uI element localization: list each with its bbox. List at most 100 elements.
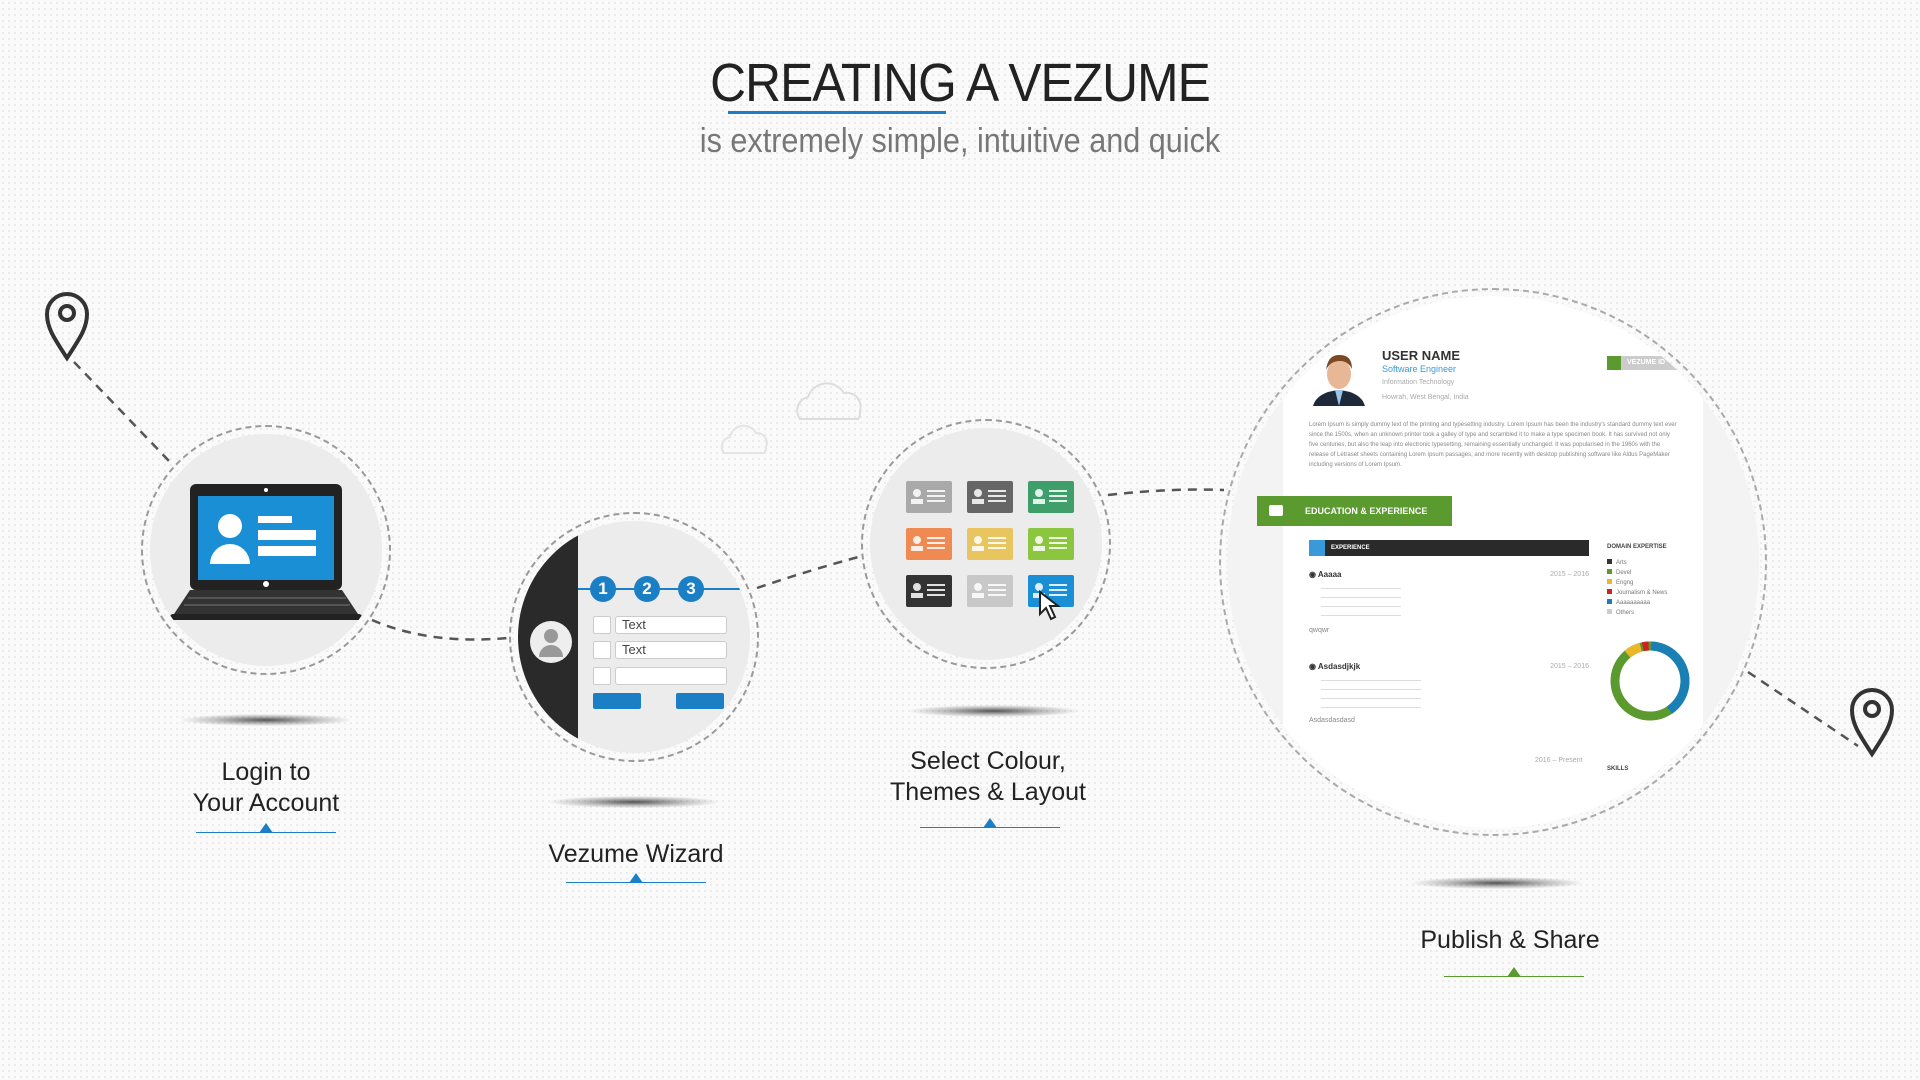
checkbox <box>593 641 611 659</box>
legend-swatch <box>1607 559 1612 564</box>
cursor-icon <box>1039 590 1061 621</box>
job-title: Asdasdjkjk <box>1317 662 1361 671</box>
laptop-icon <box>170 484 362 620</box>
resume-summary: Lorem Ipsum is simply dummy text of the … <box>1309 422 1677 468</box>
map-pin-icon <box>44 292 90 362</box>
shadow <box>549 796 719 808</box>
legend-swatch <box>1607 589 1612 594</box>
legend-label: Arts <box>1616 560 1627 566</box>
legend-label: Others <box>1616 610 1635 616</box>
vezume-id-badge: VEZUME ID <box>1607 356 1687 370</box>
domain-legend-item: Engng <box>1607 578 1667 588</box>
theme-tile <box>967 575 1013 607</box>
theme-grid-illustration <box>870 428 1102 660</box>
profile-photo <box>1309 348 1369 406</box>
legend-swatch <box>1607 579 1612 584</box>
wizard-button <box>676 693 724 709</box>
skills-title: SKILLS <box>1607 766 1629 772</box>
shadow <box>1412 877 1582 889</box>
step-label-publish: Publish & Share <box>1420 926 1600 954</box>
checkbox <box>593 667 611 685</box>
label-line: Login to <box>221 758 311 786</box>
job-details <box>1321 584 1401 620</box>
triangle-marker <box>629 873 643 883</box>
theme-tile <box>967 528 1013 560</box>
resume-name: USER NAME <box>1382 348 1461 363</box>
legend-label: Aaaaaaaaaa <box>1616 600 1651 606</box>
job-dates: 2015 – 2016 <box>1550 663 1589 670</box>
label-line: Themes & Layout <box>890 778 1086 806</box>
job-dates: 2015 – 2016 <box>1550 571 1589 578</box>
shadow <box>181 714 351 726</box>
section-header: EDUCATION & EXPERIENCE <box>1257 496 1452 526</box>
subsection-title: EXPERIENCE <box>1331 545 1370 551</box>
triangle-marker <box>259 823 273 833</box>
resume-role: Software Engineer <box>1382 364 1457 374</box>
job-description: qwqwr <box>1309 627 1330 634</box>
domain-donut-chart <box>1610 641 1690 721</box>
wizard-step-3: 3 <box>678 576 704 602</box>
wizard-illustration: 1 2 3 Text Text <box>518 521 750 753</box>
resume-location: Howrah, West Bengal, India <box>1382 394 1469 401</box>
legend-label: Journalism & News <box>1616 590 1668 596</box>
job-dates: 2016 – Present <box>1535 757 1583 764</box>
step-label-wizard: Vezume Wizard <box>548 840 724 868</box>
domain-legend-item: Aaaaaaaaaa <box>1607 598 1667 608</box>
job-details <box>1321 676 1421 712</box>
job-entry: ◉ Aaaaa 2015 – 2016 <box>1309 570 1589 579</box>
title-underline <box>728 111 946 114</box>
text-field: Text <box>615 641 727 659</box>
theme-tile <box>906 481 952 513</box>
domain-legend-item: Journalism & News <box>1607 588 1667 598</box>
legend-swatch <box>1607 609 1612 614</box>
wizard-step-line <box>578 588 748 590</box>
job-entry: ◉ Asdasdjkjk 2015 – 2016 <box>1309 662 1589 671</box>
section-title: EDUCATION & EXPERIENCE <box>1305 506 1428 516</box>
step-login-circle <box>141 425 391 675</box>
step-label-theme: Select Colour, Themes & Layout <box>890 746 1086 808</box>
triangle-marker <box>1507 967 1521 977</box>
map-pin-icon <box>1849 688 1895 758</box>
cloud-icon <box>720 382 862 454</box>
theme-tile <box>906 528 952 560</box>
wizard-step-2: 2 <box>634 576 660 602</box>
laptop-illustration <box>150 434 382 666</box>
job-title: Aaaaa <box>1317 570 1342 579</box>
step-label-login: Login to Your Account <box>193 757 339 819</box>
page-title: CREATING A VEZUME <box>710 53 1211 113</box>
checkbox <box>593 616 611 634</box>
wizard-step-1: 1 <box>590 576 616 602</box>
text-field <box>615 667 727 685</box>
domain-legend-item: Arts <box>1607 558 1667 568</box>
resume-preview: USER NAME Software Engineer Information … <box>1227 296 1759 828</box>
domain-legend-item: Others <box>1607 608 1667 618</box>
shadow <box>909 705 1079 717</box>
legend-label: Engng <box>1616 580 1634 586</box>
domain-legend-item: Devel <box>1607 568 1667 578</box>
resume-industry: Information Technology <box>1382 379 1455 386</box>
avatar-icon <box>530 621 572 663</box>
legend-label: Devel <box>1616 570 1632 576</box>
triangle-marker <box>983 818 997 828</box>
step-publish-circle: USER NAME Software Engineer Information … <box>1219 288 1767 836</box>
subsection-header: EXPERIENCE <box>1309 540 1589 556</box>
briefcase-icon <box>1269 505 1283 516</box>
legend-swatch <box>1607 569 1612 574</box>
text-field: Text <box>615 616 727 634</box>
step-theme-circle <box>861 419 1111 669</box>
step-wizard-circle: 1 2 3 Text Text <box>509 512 759 762</box>
theme-tile <box>906 575 952 607</box>
theme-tile <box>967 481 1013 513</box>
theme-tile <box>1028 528 1074 560</box>
wizard-button <box>593 693 641 709</box>
page-subtitle: is extremely simple, intuitive and quick <box>699 122 1221 160</box>
legend-swatch <box>1607 599 1612 604</box>
label-line: Select Colour, <box>910 747 1066 775</box>
job-description: Asdasdasdasd <box>1309 717 1355 724</box>
domain-title: DOMAIN EXPERTISE <box>1607 544 1667 550</box>
badge-text: VEZUME ID <box>1627 359 1666 366</box>
theme-tile <box>1028 481 1074 513</box>
chevron-down-icon <box>1309 540 1325 556</box>
label-line: Your Account <box>192 789 340 817</box>
